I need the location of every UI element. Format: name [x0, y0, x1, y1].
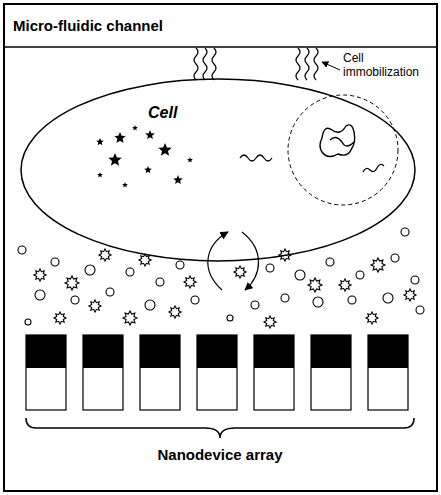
cell-outline — [20, 78, 416, 262]
analyte — [169, 306, 181, 318]
molecule — [313, 297, 323, 307]
molecule — [383, 293, 393, 303]
linkers — [194, 48, 318, 80]
molecule — [326, 258, 334, 266]
molecule — [295, 270, 305, 280]
molecule — [391, 254, 399, 262]
nanodevice-top — [254, 335, 294, 368]
exchange-arrow — [242, 232, 259, 290]
molecule — [251, 301, 259, 309]
nanodevice — [26, 335, 66, 410]
analyte — [371, 258, 385, 272]
molecule — [281, 294, 289, 302]
analyte — [184, 276, 196, 288]
star — [173, 175, 183, 184]
dna — [320, 125, 355, 157]
cell-ellipse: Cell — [20, 78, 416, 262]
nanodevice — [254, 335, 294, 410]
molecule — [227, 315, 233, 321]
analyte — [234, 266, 246, 278]
molecule — [176, 261, 184, 269]
analyte — [404, 289, 416, 301]
molecule — [51, 258, 59, 266]
nanodevice-array — [26, 335, 408, 410]
star — [187, 157, 193, 162]
star — [114, 132, 125, 143]
analyte — [54, 312, 66, 324]
molecule — [411, 276, 419, 284]
star — [96, 138, 104, 145]
molecule — [106, 288, 114, 296]
analyte — [65, 276, 79, 290]
mrna — [240, 155, 384, 172]
leader-arrow — [322, 62, 340, 70]
brace — [26, 418, 414, 438]
analyte — [89, 300, 101, 312]
nanodevice — [83, 335, 123, 410]
analyte — [123, 311, 137, 325]
nanodevice-top — [83, 335, 123, 368]
star — [122, 182, 128, 187]
star — [158, 143, 171, 156]
molecule — [71, 296, 79, 304]
molecule — [416, 306, 424, 314]
nucleus — [288, 95, 398, 205]
cell-label: Cell — [148, 104, 177, 122]
molecules — [18, 228, 424, 328]
analyte — [308, 278, 322, 292]
star — [145, 130, 155, 139]
star — [108, 153, 121, 166]
analyte — [366, 312, 378, 324]
molecule — [145, 300, 155, 310]
nanodevice — [311, 335, 351, 410]
cell-membrane — [21, 79, 415, 261]
callout-label: Cell immobilization — [343, 52, 435, 80]
analyte — [339, 279, 351, 291]
molecule — [85, 265, 95, 275]
molecule — [18, 246, 26, 254]
molecule — [35, 290, 45, 300]
molecule — [348, 296, 356, 304]
nanodevice-top — [368, 335, 408, 368]
analyte — [34, 269, 46, 281]
header-line — [4, 46, 436, 48]
nanodevice-top — [26, 335, 66, 368]
nanodevice-top — [140, 335, 180, 368]
channel-title: Micro-fluidic channel — [13, 17, 163, 34]
molecule — [25, 319, 31, 325]
nanodevice — [140, 335, 180, 410]
nanodevice-top — [197, 335, 237, 368]
star — [97, 172, 103, 177]
molecule — [191, 296, 199, 304]
analyte — [99, 249, 111, 261]
nanodevice — [197, 335, 237, 410]
star — [144, 166, 152, 173]
molecule — [401, 228, 409, 236]
analyte — [264, 316, 276, 328]
molecule — [126, 268, 134, 276]
protein-stars — [96, 125, 193, 187]
star — [132, 125, 138, 130]
nanodevice — [368, 335, 408, 410]
molecule — [156, 278, 164, 286]
array-label: Nanodevice array — [100, 446, 340, 463]
molecule — [356, 271, 364, 279]
molecule — [266, 264, 274, 272]
nanodevice-top — [311, 335, 351, 368]
